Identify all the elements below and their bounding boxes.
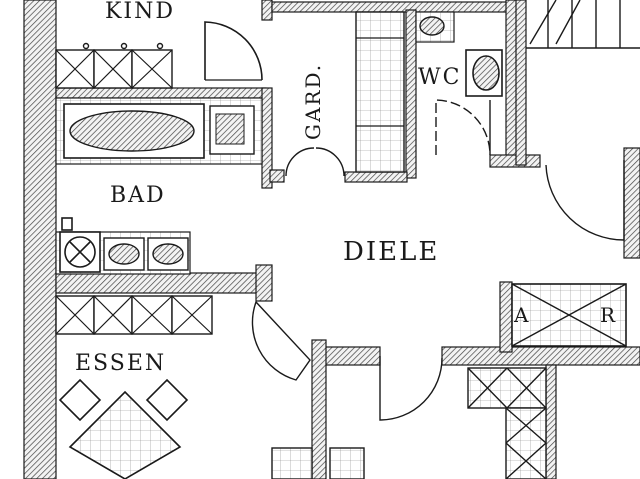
wall-stair-left (515, 0, 527, 166)
essen-cabinets (55, 295, 213, 335)
wall-bad-essen (55, 272, 267, 294)
outer-wall-left (23, 0, 57, 479)
garderobe-shelf (355, 11, 405, 173)
room-label-diele: DIELE (343, 237, 439, 267)
wc-washbasin (419, 16, 445, 36)
room-label-gard: GARD. (301, 63, 325, 140)
wall-diele-bottom-left (317, 346, 381, 366)
wc-room: WC (415, 11, 503, 156)
kind-door-swing (204, 21, 263, 81)
wall-gard-top-left (261, 0, 273, 21)
stair-door (545, 160, 625, 241)
wall-kind-bad (55, 87, 267, 99)
wall-diele-bottom-right (441, 346, 640, 366)
essen-door (251, 300, 311, 381)
lower-table-2 (329, 447, 365, 479)
wall-right-upper (623, 147, 640, 259)
lower-table (271, 447, 313, 479)
wall-gard-bottom-right (344, 171, 408, 183)
bad-room: BAD (55, 97, 263, 275)
garderobe: GARD. (285, 11, 405, 177)
wall-gard-right (405, 9, 417, 179)
dining-table (58, 378, 189, 479)
toilet-fixture (59, 217, 101, 273)
essen-room: ESSEN (55, 295, 311, 479)
bathtub-basin (69, 110, 195, 152)
wall-wc-bottom (489, 154, 541, 168)
cabinet-letter-a: A (513, 303, 530, 327)
wall-lower-right-vertical (545, 364, 557, 479)
room-label-essen: ESSEN (75, 351, 166, 376)
lower-door (379, 356, 443, 421)
wall-gard-top (271, 1, 513, 13)
cabinet-letter-r: R (600, 303, 617, 327)
kind-cabinets (55, 42, 173, 89)
wall-gard-bottom-left (269, 169, 285, 183)
walls (23, 0, 640, 479)
garderobe-door (285, 147, 345, 177)
wc-toilet (465, 49, 503, 97)
kind-room: KIND (55, 0, 263, 89)
staircase (526, 0, 640, 241)
wall-lower-vertical-1 (311, 339, 327, 479)
storage-cabinet: A R (511, 283, 627, 347)
double-sink (103, 237, 189, 271)
room-label-bad: BAD (110, 183, 166, 208)
kitchen-cabinets (467, 367, 547, 479)
wc-door (435, 99, 491, 156)
wall-cabinet-left (499, 281, 513, 353)
wall-essen-stub (255, 264, 273, 302)
room-label-wc: WC (418, 65, 461, 90)
lower-area (271, 356, 547, 479)
room-label-kind: KIND (105, 0, 175, 24)
